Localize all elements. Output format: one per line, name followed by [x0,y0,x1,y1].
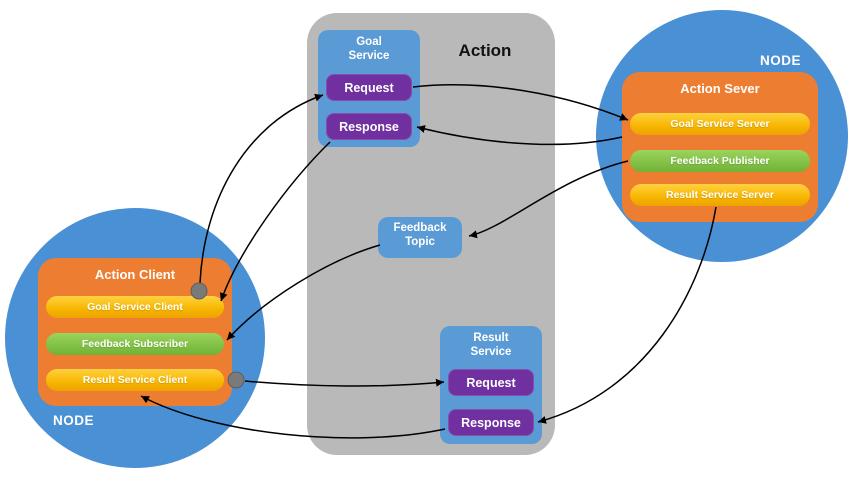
pill-result-service-client: Result Service Client [46,369,224,391]
goal-service-label: Goal Service [348,36,390,63]
result-request-button: Request [448,369,534,396]
feedback-topic-label: Feedback Topic [393,222,447,249]
goal-response-button: Response [326,113,412,140]
pill-goal-service-server: Goal Service Server [630,113,810,135]
pill-result-service-server: Result Service Server [630,184,810,206]
goal-request-button: Request [326,74,412,101]
action-server-box: Action Sever Goal Service Server Feedbac… [622,72,818,222]
right-node-label: NODE [760,53,802,68]
action-client-box: Action Client Goal Service Client Feedba… [38,258,232,406]
goal-service-box: Goal Service Request Response [318,30,420,147]
feedback-topic-box: Feedback Topic [378,217,462,258]
result-service-label: Result Service [470,332,512,359]
action-client-title: Action Client [94,267,176,282]
pill-feedback-subscriber: Feedback Subscriber [46,333,224,355]
left-node-label: NODE [53,413,95,428]
pill-feedback-publisher: Feedback Publisher [630,150,810,172]
action-panel-title: Action [458,41,512,60]
result-service-box: Result Service Request Response [440,326,542,444]
result-response-button: Response [448,409,534,436]
action-server-title: Action Sever [680,81,760,96]
pill-goal-service-client: Goal Service Client [46,296,224,318]
